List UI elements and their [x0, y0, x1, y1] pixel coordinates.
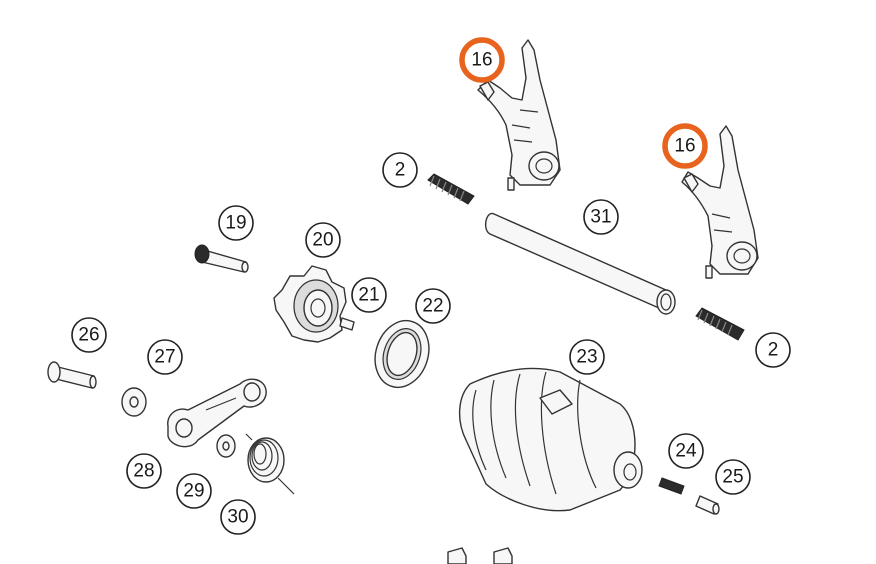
washer-27: [121, 387, 147, 417]
shift-drum: [459, 367, 643, 512]
shift-rail: [484, 212, 676, 315]
callout-19: 19: [218, 205, 254, 241]
torsion-spring: [245, 433, 295, 495]
washer-29: [216, 434, 236, 458]
svg-text:26: 26: [78, 325, 99, 346]
callout-2-upper: 2: [382, 152, 418, 188]
svg-text:22: 22: [422, 296, 443, 317]
svg-text:21: 21: [358, 285, 379, 306]
compression-spring-upper: [427, 173, 475, 205]
partial-part-bottom-left: [447, 547, 467, 564]
svg-text:27: 27: [154, 347, 175, 368]
svg-text:2: 2: [768, 340, 779, 361]
pin-25: [695, 495, 720, 515]
callout-30: 30: [220, 499, 256, 535]
svg-text:31: 31: [590, 207, 611, 228]
pin-24: [658, 477, 685, 495]
screw-26: [47, 361, 97, 389]
callout-20: 20: [305, 222, 341, 258]
callout-2-lower: 2: [755, 332, 791, 368]
callout-29: 29: [176, 473, 212, 509]
svg-text:30: 30: [227, 507, 248, 528]
shift-fork-lower: [681, 125, 759, 279]
callout-24: 24: [668, 433, 704, 469]
svg-text:20: 20: [312, 230, 333, 251]
callout-16-upper: 16: [459, 37, 505, 83]
svg-text:2: 2: [395, 160, 406, 181]
callout-21: 21: [351, 277, 387, 313]
callout-31: 31: [583, 199, 619, 235]
svg-text:24: 24: [675, 441, 697, 462]
svg-text:23: 23: [576, 347, 597, 368]
svg-text:19: 19: [225, 213, 246, 234]
callout-28: 28: [126, 453, 162, 489]
partial-part-bottom-right: [493, 547, 513, 564]
svg-text:16: 16: [674, 136, 695, 157]
bolt-19: [194, 244, 249, 273]
compression-spring-lower: [695, 307, 745, 341]
bearing-ring: [374, 319, 430, 389]
svg-text:16: 16: [471, 50, 492, 71]
dowel-pin-21: [339, 317, 355, 331]
shift-fork-upper: [477, 39, 561, 191]
svg-text:28: 28: [133, 461, 154, 482]
svg-text:25: 25: [722, 467, 743, 488]
callout-26: 26: [71, 317, 107, 353]
svg-text:29: 29: [183, 481, 204, 502]
shift-drum-star: [273, 265, 347, 343]
callout-16-lower: 16: [662, 123, 708, 169]
callout-25: 25: [715, 459, 751, 495]
callout-22: 22: [415, 288, 451, 324]
locking-lever: [167, 378, 267, 448]
callout-23: 23: [569, 339, 605, 375]
callout-27: 27: [147, 339, 183, 375]
